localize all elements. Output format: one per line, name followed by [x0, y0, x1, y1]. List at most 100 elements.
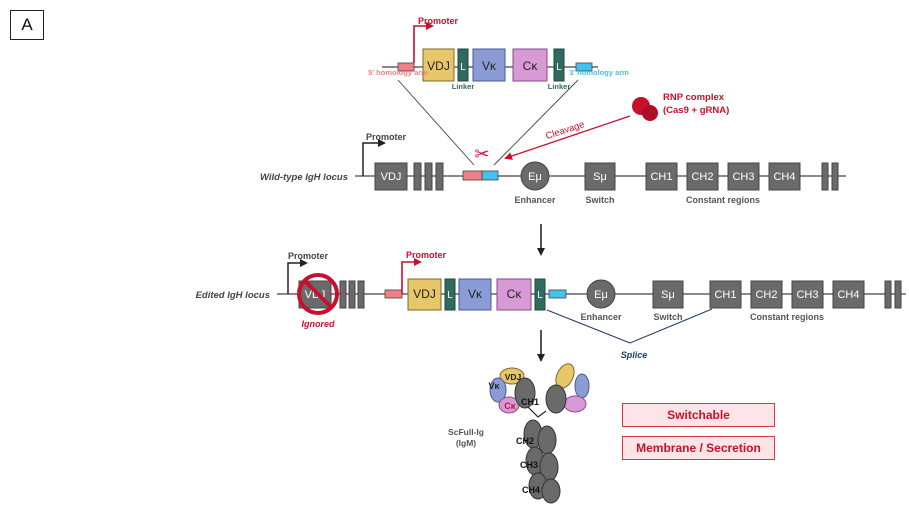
edited-linker1-box: [444, 278, 456, 311]
wt-tail-segment-2: [831, 162, 839, 191]
panel-label: A: [10, 10, 44, 40]
ab-ch4-label: CH4: [522, 485, 540, 495]
edited-j-segment-3: [357, 280, 365, 309]
donor-promoter-label: Promoter: [418, 16, 459, 26]
edited-vdj-label: VDJ: [413, 287, 436, 301]
rnp-blob-2: [642, 105, 658, 121]
donor-construct: VDJ L Vκ Cκ L Promoter Linker Linker 5' …: [368, 16, 629, 91]
donor-vk-label: Vκ: [482, 59, 497, 73]
wt-ch3-box: [727, 162, 760, 191]
wt-j-segment-2: [424, 162, 433, 191]
edited-vk-box: [458, 278, 492, 311]
edited-smu-label: Sμ: [661, 289, 675, 301]
ab-vdj-label: VDJ: [505, 372, 522, 382]
prohibited-circle-icon: [297, 273, 339, 315]
donor-ck-label: Cκ: [523, 59, 539, 73]
wt-switch-label: Switch: [585, 195, 614, 205]
edited-ch4-label: CH4: [837, 289, 859, 301]
edited-l1-label: L: [447, 290, 453, 301]
wildtype-locus: Wild-type IgH locus Promoter VDJ Eμ Enha…: [260, 132, 846, 205]
ab-right-ck-domain: [563, 395, 587, 413]
donor-l1-label: L: [460, 62, 466, 73]
wt-enhancer-label: Enhancer: [514, 195, 556, 205]
edited-vdj-box: [407, 278, 442, 311]
wt-tail-segment-1: [821, 162, 829, 191]
ab-name-line1: ScFull-Ig: [448, 427, 484, 437]
rnp-label-line2: (Cas9 + gRNA): [663, 105, 729, 116]
donor-l2-label: L: [556, 62, 562, 73]
wt-ch3-label: CH3: [732, 171, 754, 183]
ab-ch2-label: CH2: [516, 436, 534, 446]
homology-arm-3-label: 3' homology arm: [569, 68, 629, 77]
ab-left-ch1-domain: [514, 377, 536, 409]
donor-linker2-text: Linker: [548, 82, 571, 91]
ab-ck-label: Cκ: [504, 401, 516, 411]
ab-ch1-label: CH1: [521, 397, 539, 407]
splice-line-right: [629, 308, 713, 344]
edited-locus: Edited IgH locus Promoter VDJ Ignored Pr…: [196, 250, 906, 360]
edited-ch1-label: CH1: [714, 289, 736, 301]
ab-ch4-domain-right: [541, 478, 561, 504]
donor-vdj-label: VDJ: [427, 59, 450, 73]
ab-hinge: [527, 406, 547, 418]
wt-emu-circle: [520, 161, 550, 191]
wt-ch2-box: [686, 162, 719, 191]
wt-ch4-label: CH4: [773, 171, 795, 183]
edited-tail-segment-1: [884, 280, 892, 309]
edited-switch-label: Switch: [653, 312, 682, 322]
splice-line-left: [546, 309, 631, 344]
edited-vk-label: Vκ: [468, 287, 483, 301]
donor-vdj-box: [422, 48, 455, 82]
recombination-line-right: [493, 79, 579, 166]
edited-l2-label: L: [537, 290, 543, 301]
switchable-badge: Switchable: [622, 403, 775, 427]
donor-linker2-box: [553, 48, 565, 82]
cleavage-label: Cleavage: [544, 119, 586, 142]
scissors-icon: ✂: [474, 144, 489, 164]
wt-emu-label: Eμ: [528, 171, 542, 183]
donor-promoter-arrow: [413, 22, 434, 63]
membrane-secretion-badge: Membrane / Secretion: [622, 436, 775, 460]
ab-right-ch1-domain: [545, 384, 567, 414]
edited-j-segment-1: [339, 280, 347, 309]
wt-smu-box: [584, 162, 616, 191]
ab-left-vk-domain: [489, 377, 507, 403]
ab-ch3-label: CH3: [520, 460, 538, 470]
edited-ch3-box: [791, 280, 824, 309]
edited-old-promoter-arrow: [287, 259, 308, 294]
edited-new-promoter-label: Promoter: [406, 250, 447, 260]
wt-ch1-label: CH1: [650, 171, 672, 183]
rnp-label-line1: RNP complex: [663, 92, 725, 103]
wt-ch2-label: CH2: [691, 171, 713, 183]
edited-arm3-block: [548, 289, 567, 299]
wt-j-segment-1: [413, 162, 422, 191]
wt-target-site-left: [462, 170, 483, 181]
wt-constant-label: Constant regions: [686, 195, 760, 205]
edited-ch3-label: CH3: [796, 289, 818, 301]
wt-vdj-label: VDJ: [381, 171, 402, 183]
prohibited-slash-icon: [303, 279, 333, 309]
wt-ch1-box: [645, 162, 678, 191]
edited-j-segment-2: [348, 280, 356, 309]
edited-locus-label: Edited IgH locus: [196, 290, 270, 301]
homology-arm-5-block: [397, 62, 415, 72]
edited-ch4-box: [832, 280, 865, 309]
wt-vdj-box: [374, 162, 408, 191]
edited-enhancer-label: Enhancer: [580, 312, 622, 322]
cleavage-arrow: [504, 115, 631, 160]
ignored-label: Ignored: [302, 319, 336, 329]
edited-ch2-box: [750, 280, 783, 309]
ab-right-vk-domain: [574, 373, 590, 399]
rnp-complex: RNP complex (Cas9 + gRNA) Cleavage ✂: [474, 92, 729, 164]
donor-ck-box: [512, 48, 548, 82]
homology-arm-5-label: 5' homology arm: [368, 68, 428, 77]
recombination-line-left: [397, 79, 475, 166]
edited-tail-segment-2: [894, 280, 902, 309]
edited-smu-box: [652, 280, 684, 309]
edited-emu-circle: [586, 279, 616, 309]
donor-linker1-text: Linker: [452, 82, 475, 91]
scfull-ig-antibody: VDJ Vκ Cκ CH1 CH2 CH3 CH4 ScFull-Ig (IgM…: [448, 363, 590, 504]
edited-ch1-box: [709, 280, 742, 309]
wildtype-locus-label: Wild-type IgH locus: [260, 172, 348, 183]
donor-vk-box: [472, 48, 506, 82]
